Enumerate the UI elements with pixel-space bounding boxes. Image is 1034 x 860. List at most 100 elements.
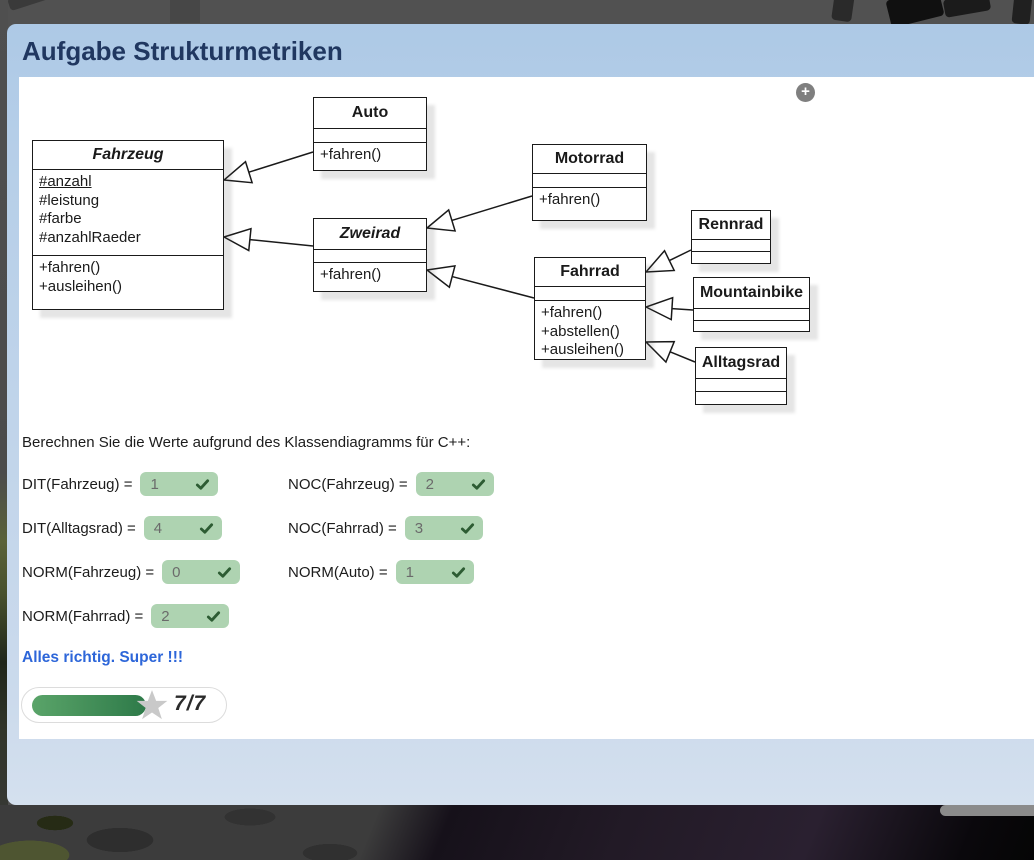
uml-method-entry: +fahren() xyxy=(320,146,382,163)
check-icon xyxy=(196,478,210,490)
uml-method-compartment: +fahren() xyxy=(314,262,426,291)
answer-label: NOC(Fahrrad) = xyxy=(288,519,397,537)
answer-row: NORM(Fahrrad) = 2 xyxy=(22,604,922,628)
backdrop-key-shape xyxy=(170,0,200,23)
backdrop-key-shape xyxy=(1011,0,1033,25)
uml-attr-compartment xyxy=(314,249,426,262)
answer-cell: NORM(Fahrzeug) = 0 xyxy=(22,560,241,584)
answer-input[interactable]: 3 xyxy=(404,516,483,540)
check-icon xyxy=(460,522,474,534)
page-title: Aufgabe Strukturmetriken xyxy=(22,36,343,66)
uml-method-entry: +ausleihen() xyxy=(541,341,624,358)
answer-value: 2 xyxy=(425,475,434,493)
answer-label: DIT(Alltagsrad) = xyxy=(22,519,136,537)
uml-class-box: Motorrad +fahren() xyxy=(532,144,647,221)
backdrop-desk-texture xyxy=(0,805,1034,860)
backdrop-key-shape xyxy=(831,0,855,23)
uml-attr-entry: #leistung xyxy=(39,191,100,209)
inheritance-connectors xyxy=(222,151,696,364)
answer-cell: NORM(Fahrrad) = 2 xyxy=(22,604,230,628)
uml-class-box: Auto +fahren() xyxy=(313,97,427,171)
uml-attr-compartment xyxy=(314,128,426,142)
answer-input[interactable]: 2 xyxy=(151,604,230,628)
uml-method-compartment: +fahren()+ausleihen() xyxy=(33,255,223,309)
answer-label: NORM(Auto) = xyxy=(288,563,388,581)
uml-class-name: Fahrzeug xyxy=(92,146,164,163)
uml-attr-entry: #anzahl xyxy=(39,173,92,190)
uml-attr-compartment: #anzahl#leistung#farbe#anzahlRaeder xyxy=(33,169,223,255)
answer-cell: DIT(Fahrzeug) = 1 xyxy=(22,472,219,496)
answer-input[interactable]: 1 xyxy=(395,560,474,584)
uml-class-box: Rennrad xyxy=(691,210,771,264)
uml-method-entry: +abstellen() xyxy=(541,322,620,340)
answer-value: 4 xyxy=(153,519,163,537)
answer-value: 0 xyxy=(172,563,181,581)
uml-class-box: Fahrzeug#anzahl#leistung#farbe#anzahlRae… xyxy=(32,140,224,310)
uml-method-compartment xyxy=(696,391,786,404)
horizontal-scrollbar-thumb[interactable] xyxy=(940,805,1034,816)
answer-input[interactable]: 4 xyxy=(143,516,222,540)
exercise-content: Fahrzeug#anzahl#leistung#farbe#anzahlRae… xyxy=(19,77,1034,739)
star-icon xyxy=(136,690,168,720)
uml-class-name: Alltagsrad xyxy=(701,354,781,371)
check-icon xyxy=(218,566,232,578)
uml-method-compartment xyxy=(694,320,809,331)
uml-class-box: Fahrrad +fahren()+abstellen()+ausleihen() xyxy=(534,257,646,360)
answer-label: NORM(Fahrzeug) = xyxy=(22,563,155,581)
uml-class-name: Zweirad xyxy=(339,225,401,242)
score-total: 7 xyxy=(193,692,207,715)
uml-method-entry: +ausleihen() xyxy=(39,277,122,295)
check-icon xyxy=(471,478,485,490)
uml-method-compartment: +fahren() xyxy=(314,142,426,170)
uml-attr-compartment xyxy=(694,308,809,320)
backdrop-key-shape xyxy=(942,0,992,18)
uml-class-box: Mountainbike xyxy=(693,277,810,332)
class-diagram: Fahrzeug#anzahl#leistung#farbe#anzahlRae… xyxy=(19,77,1034,429)
answer-cell: NOC(Fahrzeug) =2 xyxy=(288,472,494,496)
uml-class-name: Rennrad xyxy=(698,216,764,233)
uml-method-compartment: +fahren()+abstellen()+ausleihen() xyxy=(535,300,645,359)
uml-class-name: Fahrrad xyxy=(560,263,620,280)
answer-label: DIT(Fahrzeug) = xyxy=(22,475,133,493)
score-current: 7 xyxy=(174,692,187,715)
score-separator: / xyxy=(186,692,194,715)
answer-cell: DIT(Alltagsrad) = 4 xyxy=(22,516,222,540)
answer-input[interactable]: 0 xyxy=(162,560,241,584)
answer-row: NORM(Fahrzeug) = 0 NORM(Auto) = 1 xyxy=(22,560,922,584)
answer-value: 1 xyxy=(405,563,414,581)
question-text: Berechnen Sie die Werte aufgrund des Kla… xyxy=(22,434,471,451)
score-text: 7/7 xyxy=(174,692,206,716)
answer-label: NORM(Fahrrad) = xyxy=(22,607,144,625)
feedback-message: Alles richtig. Super !!! xyxy=(22,649,184,666)
uml-class-box: Alltagsrad xyxy=(695,347,787,405)
uml-class-name: Auto xyxy=(351,104,389,121)
backdrop-key-shape xyxy=(7,0,51,12)
backdrop-left-strip xyxy=(0,0,8,860)
uml-attr-compartment xyxy=(533,173,646,187)
uml-attr-compartment xyxy=(696,378,786,391)
answer-value: 1 xyxy=(150,475,159,493)
progress-bar-fill xyxy=(32,695,146,716)
uml-attr-compartment xyxy=(535,286,645,300)
progress-indicator: 7/7 xyxy=(21,687,227,723)
app-window: Aufgabe Strukturmetriken Fahrzeug#anzahl… xyxy=(7,24,1034,805)
uml-method-compartment: +fahren() xyxy=(533,187,646,220)
uml-attr-entry: #farbe xyxy=(39,210,82,227)
answer-row: DIT(Alltagsrad) = 4 NOC(Fahrrad) = 3 xyxy=(22,516,922,540)
answer-value: 3 xyxy=(414,519,424,537)
answer-cell: NOC(Fahrrad) = 3 xyxy=(288,516,483,540)
uml-method-entry: +fahren() xyxy=(539,191,601,208)
check-icon xyxy=(199,522,213,534)
answer-input[interactable]: 2 xyxy=(415,472,494,496)
plus-icon: + xyxy=(801,83,810,100)
answer-input[interactable]: 1 xyxy=(140,472,219,496)
check-icon xyxy=(451,566,465,578)
uml-method-entry: +fahren() xyxy=(541,304,603,321)
uml-method-entry: +fahren() xyxy=(320,266,382,283)
uml-attr-entry: #anzahlRaeder xyxy=(39,228,141,246)
uml-attr-compartment xyxy=(692,239,770,251)
zoom-in-button[interactable]: + xyxy=(796,83,815,102)
answer-value: 2 xyxy=(161,607,170,625)
uml-class-name: Motorrad xyxy=(554,150,625,167)
uml-class-name: Mountainbike xyxy=(699,284,804,301)
